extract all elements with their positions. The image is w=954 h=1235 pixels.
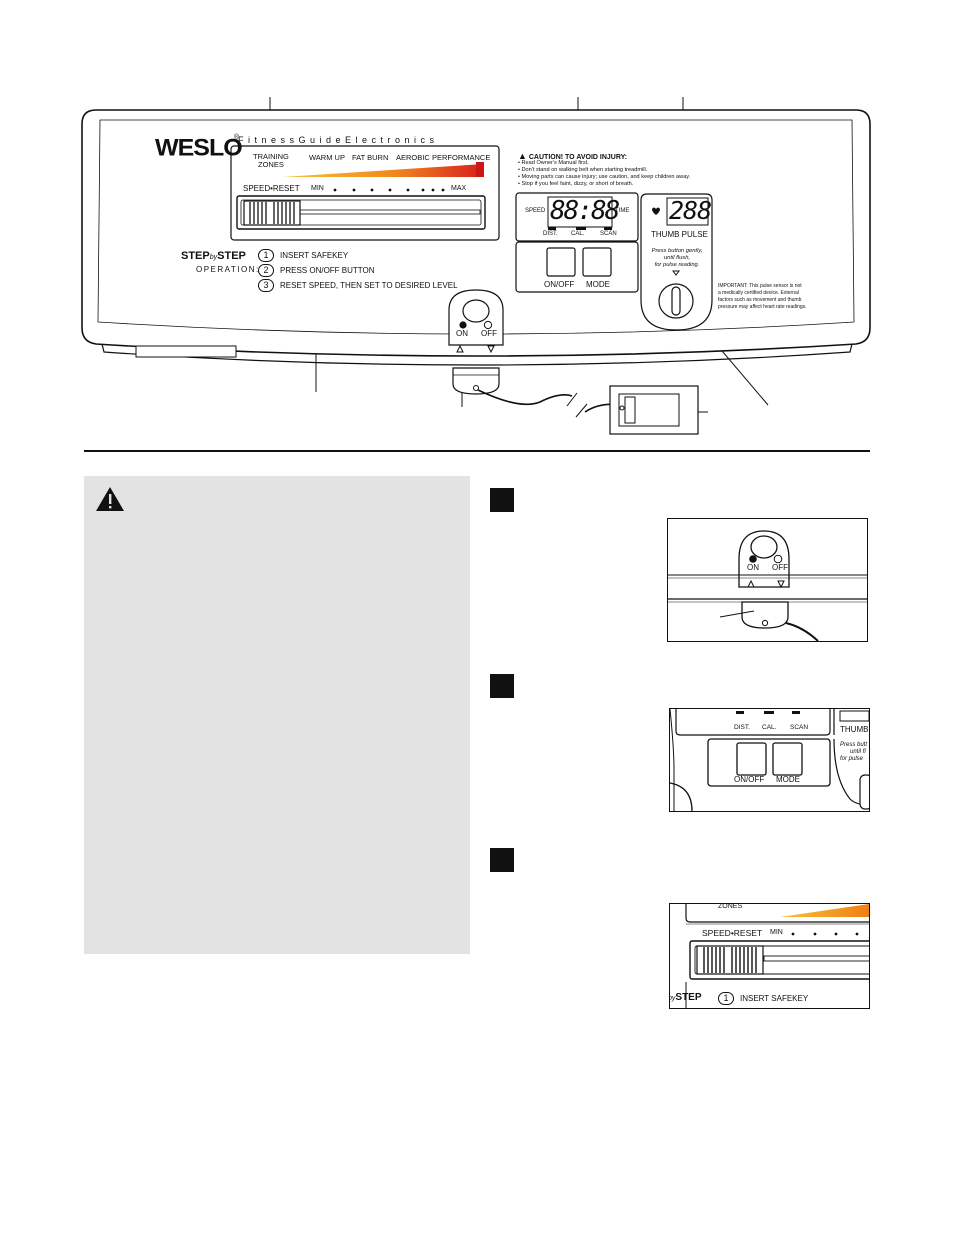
- inset2-press-line: for pulse: [840, 756, 864, 762]
- caution-title-text: CAUTION! TO AVOID INJURY:: [528, 154, 628, 161]
- zone-performance: PERFORMANCE: [432, 153, 491, 162]
- mode-label: MODE: [586, 280, 610, 289]
- on-off-label: ON/OFF: [544, 280, 575, 289]
- step-text: PRESS ON/OFF BUTTON: [280, 266, 375, 275]
- inset3-safekey-text: INSERT SAFEKEY: [740, 994, 809, 1003]
- caution-line: • Stop if you feel faint, dizzy, or shor…: [518, 181, 634, 187]
- console-illustration: [81, 97, 871, 452]
- step-by-step-title: STEPbySTEP: [181, 250, 246, 262]
- warning-icon: ▲: [518, 151, 527, 161]
- inset-buttons-drawing: [670, 709, 869, 811]
- inset3-zones: ZONES: [718, 903, 743, 910]
- inset2-press-line: Press butt: [840, 742, 868, 748]
- step-badge-3: [490, 848, 514, 872]
- inset1-on-label: ON: [747, 563, 759, 572]
- step-number-badge: 2: [258, 264, 274, 277]
- inset1-safety-key[interactable]: [742, 602, 788, 628]
- important-line: pressure may affect heart rate readings.: [718, 304, 807, 310]
- step-badge-1: [490, 488, 514, 512]
- inset2-mode-button[interactable]: [773, 743, 802, 775]
- step-badge-2: [490, 674, 514, 698]
- inset3-step-title: bySTEP: [670, 992, 702, 1003]
- step-word: STEP: [181, 250, 210, 262]
- important-line: IMPORTANT: This pulse sensor is not: [718, 283, 802, 289]
- zone-training: TRAINING: [253, 152, 289, 161]
- step-word: STEP: [217, 250, 246, 262]
- important-line: factors such as movement and thumb: [718, 297, 802, 303]
- inset1-off-label: OFF: [772, 563, 788, 572]
- power-on-label: ON: [456, 329, 468, 338]
- inset2-press-line: until fl: [850, 749, 866, 755]
- thumb-pulse-label: THUMB PULSE: [651, 230, 708, 239]
- mode-button[interactable]: [583, 248, 611, 276]
- inset3-slider-handle[interactable]: [697, 946, 763, 974]
- on-off-button[interactable]: [547, 248, 575, 276]
- min-label: MIN: [311, 185, 324, 192]
- registered-mark: ®: [234, 134, 240, 141]
- power-off-label: OFF: [481, 329, 497, 338]
- caution-lines: • Read Owner's Manual first. • Don't sta…: [518, 160, 690, 188]
- inset2-dist: DIST.: [734, 724, 750, 731]
- thumb-pulse-sensor-button[interactable]: [659, 284, 693, 318]
- inset2-on-off-label: ON/OFF: [734, 775, 765, 784]
- tagline: F i t n e s s G u i d e E l e c t r o n …: [238, 135, 436, 145]
- inset-safety-key: ON OFF: [667, 518, 868, 642]
- inset2-on-off-button[interactable]: [737, 743, 766, 775]
- zone-training-2: ZONES: [258, 160, 284, 169]
- important-line: a medically certified device. External: [718, 290, 799, 296]
- speed-reset-label: SPEED•RESET: [243, 184, 300, 193]
- main-led-display: 88:88: [550, 196, 620, 226]
- inset3-speed-reset: SPEED•RESET: [702, 928, 763, 938]
- inset-speed-reset: ZONES SPEED•RESET MIN bySTEP 1 INSERT SAF…: [669, 903, 870, 1009]
- caution-line: • Read Owner's Manual first.: [518, 160, 589, 166]
- pulse-important-note: IMPORTANT: This pulse sensor is not a me…: [718, 283, 807, 311]
- step-number-badge: 1: [258, 249, 274, 262]
- step-row-1: 1 INSERT SAFEKEY: [258, 249, 348, 262]
- inset2-scan: SCAN: [790, 724, 809, 731]
- inset2-cal: CAL.: [762, 724, 777, 731]
- warning-panel: [84, 476, 470, 954]
- step-row-3: 3 RESET SPEED, THEN SET TO DESIRED LEVEL: [258, 279, 458, 292]
- pulse-led-display: 288: [669, 196, 712, 225]
- speed-slider-handle[interactable]: [244, 201, 300, 225]
- display-cal-label: CAL.: [571, 231, 585, 237]
- caution-title: ▲ CAUTION! TO AVOID INJURY:: [518, 151, 627, 161]
- pulse-instruction-line: Press button gently,: [651, 248, 703, 254]
- inset3-step-number: 1: [718, 992, 734, 1005]
- step-number-badge: 3: [258, 279, 274, 292]
- inset2-press-text: Press butt until fl for pulse: [840, 742, 867, 763]
- inset2-thumb: THUMB: [840, 725, 869, 734]
- inset3-safekey-row: 1 INSERT SAFEKEY: [718, 992, 808, 1005]
- zone-aerobic: AEROBIC: [396, 153, 430, 162]
- display-scan-label: SCAN: [600, 231, 617, 237]
- pulse-instruction-line: for pulse reading.: [654, 262, 700, 268]
- inset-on-off-button: DIST. CAL. SCAN THUMB Press butt until f…: [669, 708, 870, 812]
- zone-fat-burn: FAT BURN: [352, 153, 389, 162]
- safety-key[interactable]: [453, 368, 499, 394]
- by-word: by: [209, 254, 218, 261]
- caution-line: • Moving parts can cause injury; use cau…: [518, 174, 691, 180]
- pulse-instructions: Press button gently, until flush, for pu…: [648, 248, 706, 269]
- step-text: INSERT SAFEKEY: [280, 251, 349, 260]
- warning-triangle-icon: [96, 487, 124, 511]
- inset2-mode-label: MODE: [776, 775, 800, 784]
- step-text: RESET SPEED, THEN SET TO DESIRED LEVEL: [280, 281, 458, 290]
- caution-line: • Don't stand on walking belt when start…: [518, 167, 648, 173]
- display-time-label: TIME: [615, 208, 630, 214]
- inset-safety-key-drawing: [668, 530, 867, 641]
- operation-label: OPERATION:: [196, 265, 260, 274]
- pulse-instruction-line: until flush,: [663, 255, 691, 261]
- inset3-min: MIN: [770, 929, 783, 936]
- inset3-step: STEP: [675, 992, 702, 1003]
- inset3-by: by: [670, 995, 676, 1002]
- display-speed-label: SPEED: [525, 208, 546, 214]
- power-key-slot[interactable]: [454, 300, 498, 324]
- max-label: MAX: [451, 185, 467, 192]
- step-row-2: 2 PRESS ON/OFF BUTTON: [258, 264, 375, 277]
- zone-warm-up: WARM UP: [309, 153, 345, 162]
- brand-logo: WESLO: [155, 134, 243, 162]
- inset-slider-drawing: [685, 904, 869, 1008]
- display-dist-label: DIST.: [543, 231, 558, 237]
